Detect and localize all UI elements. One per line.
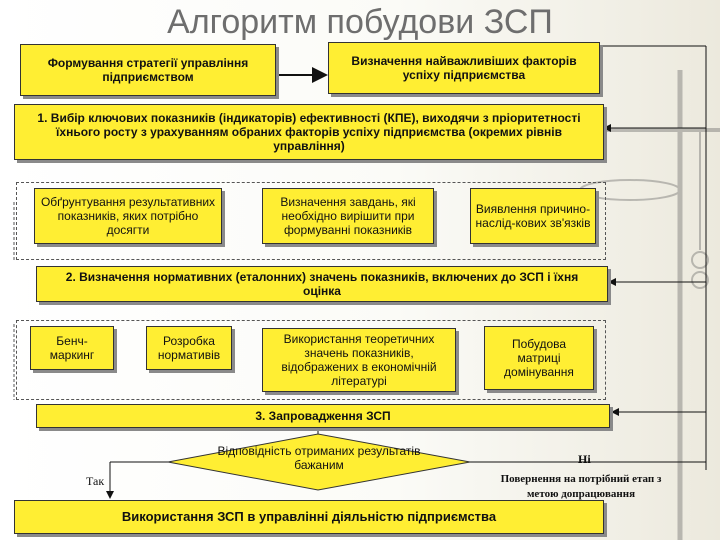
step2-number: 2. bbox=[65, 270, 76, 284]
strategy-box: Формування стратегії управління підприєм… bbox=[20, 44, 276, 96]
decision-text: Відповідність отриманих результатів бажа… bbox=[217, 444, 421, 472]
step1-substeps-group bbox=[16, 182, 606, 260]
step1-box: 1. Вибір ключових показників (індикаторі… bbox=[14, 104, 604, 160]
step2-substeps-group bbox=[16, 320, 606, 400]
step2-sub-theoretical: Використання теоретичних значень показни… bbox=[262, 328, 456, 392]
step2-sub-norms: Розробка нормативів bbox=[146, 326, 232, 370]
step2-text: Визначення нормативних (еталонних) значе… bbox=[75, 270, 579, 298]
step2-sub-matrix: Побудова матриці домінування bbox=[484, 326, 594, 390]
success-factors-box: Визначення найважливіших факторів успіху… bbox=[328, 42, 600, 94]
step1-number: 1. bbox=[37, 111, 48, 125]
step1-text: Вибір ключових показників (індикаторів) … bbox=[47, 111, 581, 153]
step2-box: 2. Визначення нормативних (еталонних) зн… bbox=[36, 266, 608, 302]
final-box: Використання ЗСП в управлінні діяльністю… bbox=[14, 500, 604, 534]
step3-box: 3. Запровадження ЗСП bbox=[36, 404, 610, 428]
step1-sub-justify: Обґрунтування результативних показників,… bbox=[34, 188, 222, 244]
step1-sub-causal: Виявлення причино-наслід-кових зв'язків bbox=[470, 188, 596, 244]
yes-label: Так bbox=[86, 474, 105, 488]
page-title: Алгоритм побудови ЗСП bbox=[167, 3, 553, 41]
step2-sub-benchmarking: Бенч-маркинг bbox=[30, 326, 114, 370]
step1-sub-tasks: Визначення завдань, які необхідно виріши… bbox=[262, 188, 434, 244]
return-text: Повернення на потрібний етап з метою доп… bbox=[500, 473, 662, 500]
no-label: Ні bbox=[578, 452, 591, 466]
